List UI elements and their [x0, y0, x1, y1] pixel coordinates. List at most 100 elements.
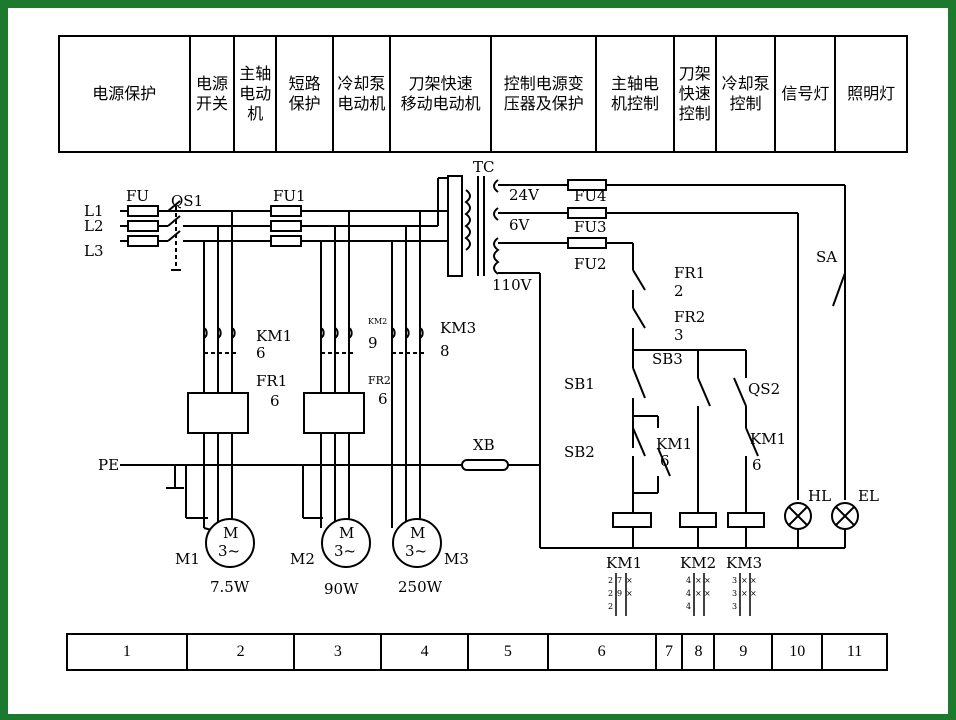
label-el: EL	[858, 487, 879, 505]
label-motor-m3: M3	[444, 550, 469, 568]
connector-xb	[461, 459, 509, 471]
label-km3-num: 8	[440, 342, 450, 360]
label-fu2: FU2	[574, 255, 607, 273]
fuse-fu1-c	[270, 235, 302, 247]
wires	[120, 177, 846, 549]
xref-cell: ×	[695, 576, 702, 585]
xref-cell: ×	[741, 576, 748, 585]
label-fu: FU	[126, 187, 149, 205]
label-sb3: SB3	[652, 350, 683, 368]
fuse-fu4	[567, 179, 607, 191]
xref-cell: 4	[686, 589, 691, 598]
fuse-fu1-b	[270, 220, 302, 232]
label-fr2-motor-num: 6	[378, 390, 388, 408]
label-sa: SA	[816, 248, 837, 266]
footer-cell: 11	[846, 643, 863, 660]
label-fr1-num: 2	[674, 282, 684, 300]
label-fr1-motor-num: 6	[270, 392, 280, 410]
label-power-m2: 90W	[324, 580, 359, 598]
label-km1-contact-2-num: 6	[752, 456, 762, 474]
header-cell: 照明灯	[847, 84, 896, 103]
label-km2-coil: KM2	[680, 554, 716, 572]
label-power-m3: 250W	[398, 578, 443, 596]
transformer-tc	[447, 175, 500, 277]
coil-km2	[679, 512, 717, 528]
section-header-table: 电源保护电源 开关主轴 电动 机短路 保护冷却泵 电动机刀架快速 移动电动机控制…	[58, 35, 908, 153]
fuse-fu3	[567, 207, 607, 219]
main-contacts	[203, 327, 426, 354]
xref-cell: 7	[617, 576, 622, 585]
fuse-fu2	[567, 237, 607, 249]
footer-cell: 9	[715, 635, 774, 669]
xref-cell: ×	[750, 589, 757, 598]
footer-cell: 3	[295, 635, 383, 669]
label-110v: 110V	[492, 276, 533, 294]
xref-cell: ×	[704, 576, 711, 585]
label-sb1: SB1	[564, 375, 595, 393]
label-fr1-motor: FR1	[256, 372, 287, 390]
label-km3: KM3	[440, 319, 476, 337]
header-cell: 短路 保护	[277, 37, 335, 151]
header-cell: 刀架 快速 控制	[675, 37, 717, 151]
label-l2: L2	[84, 217, 104, 235]
label-fr2-motor: FR2	[368, 374, 391, 387]
label-km1-coil: KM1	[606, 554, 642, 572]
xref-cell: 3	[732, 576, 737, 585]
label-pe: PE	[98, 456, 119, 474]
coil-km1	[612, 512, 652, 528]
footer-cell: 6	[549, 635, 657, 669]
label-l1: L1	[84, 202, 104, 220]
xref-cell: 2	[608, 589, 613, 598]
footer-cell: 10	[773, 635, 824, 669]
xref-cell: ×	[750, 576, 757, 585]
lamps	[784, 502, 859, 548]
fuse-fu-l1	[127, 205, 159, 217]
label-m3-phase: 3~	[405, 542, 427, 560]
header-cell: 电源 开关	[191, 37, 236, 151]
label-fu4: FU4	[574, 187, 607, 205]
fuse-fu1-a	[270, 205, 302, 217]
slide: { "header":["电源保护","电源\n开关","主轴\n电动\n机",…	[8, 8, 948, 714]
header-cell: 刀架快速 移动电动机	[391, 37, 493, 151]
xref-cell: 9	[617, 589, 622, 598]
label-km2: KM2	[368, 317, 387, 326]
fuse-fu-l3	[127, 235, 159, 247]
label-fr2-num: 3	[674, 326, 684, 344]
header-cell: 主轴 电动 机	[235, 37, 278, 151]
label-tc: TC	[473, 158, 494, 176]
thermal-relay-fr1	[187, 392, 249, 434]
xref-cell: ×	[695, 589, 702, 598]
footer-cell: 7	[657, 635, 684, 669]
xref-cell: ×	[741, 589, 748, 598]
label-hl: HL	[808, 487, 831, 505]
label-m1-phase: 3~	[218, 542, 240, 560]
xref-cell: ×	[704, 589, 711, 598]
xref-km2: 4××4××4	[686, 573, 711, 616]
header-cell: 电源保护	[60, 37, 191, 151]
label-km1-contact: KM1	[656, 435, 692, 453]
footer-cell: 1	[68, 635, 188, 669]
motor-m2	[321, 518, 371, 568]
footer-cell: 4	[382, 635, 469, 669]
label-qs2: QS2	[748, 380, 780, 398]
xref-cell: 4	[686, 602, 691, 611]
label-m2-phase: 3~	[334, 542, 356, 560]
label-fr2: FR2	[674, 308, 705, 326]
xref-cell: 4	[686, 576, 691, 585]
label-xb: XB	[473, 436, 495, 454]
header-cell: 控制电源变 压器及保护	[492, 37, 598, 151]
footer-cell: 2	[188, 635, 296, 669]
label-qs1: QS1	[171, 192, 203, 210]
xref-cell: 2	[608, 576, 613, 585]
label-km2-num: 9	[368, 334, 378, 352]
label-fu3: FU3	[574, 218, 607, 236]
header-cell: 主轴电 机控制	[597, 37, 675, 151]
header-cell: 信号灯	[776, 37, 837, 151]
xref-cell: ×	[626, 576, 633, 585]
xref-km3: 3××3××3	[732, 573, 757, 616]
label-motor-m2: M2	[290, 550, 315, 568]
label-m1-m: M	[223, 524, 238, 542]
label-m2-m: M	[339, 524, 354, 542]
label-km1-num: 6	[256, 344, 266, 362]
